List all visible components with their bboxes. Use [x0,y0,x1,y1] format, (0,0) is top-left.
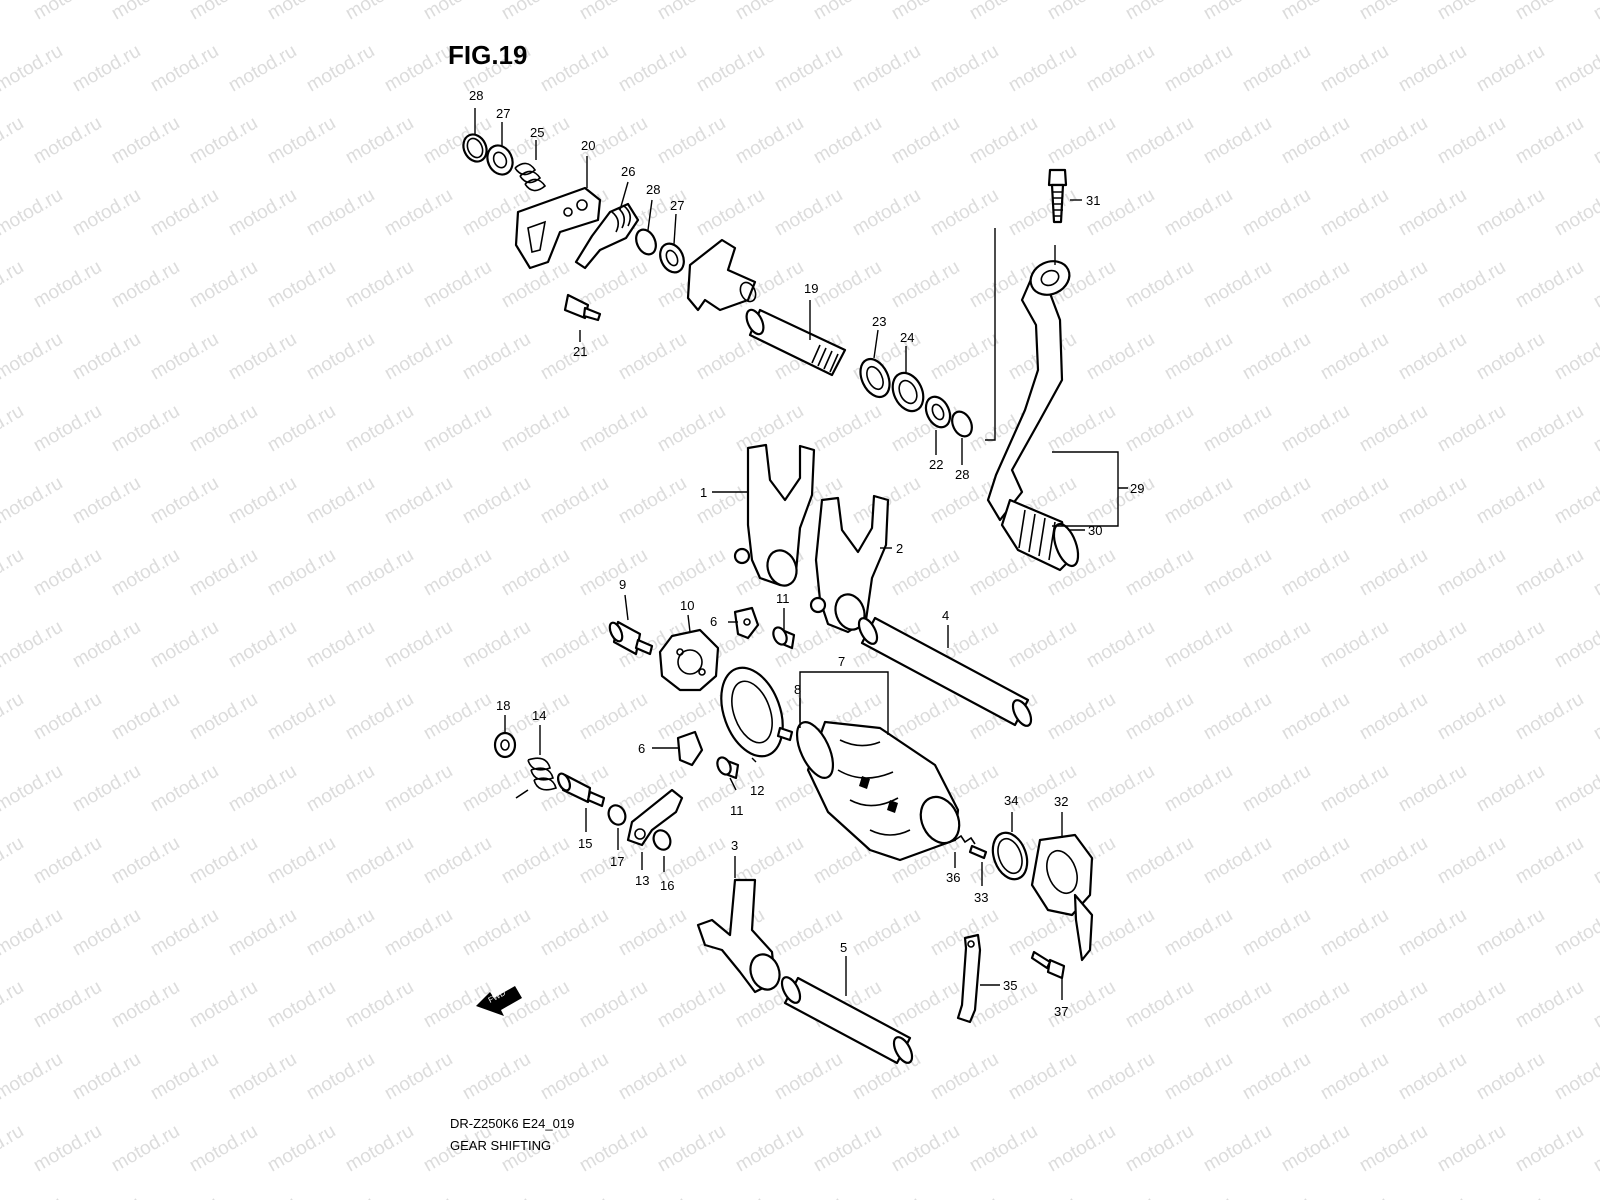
callout-27: 27 [496,106,510,121]
gearshift-shaft-head [686,238,757,312]
callout-28: 28 [955,467,969,482]
gearshift-lever-29 [986,260,1071,522]
fork-shaft-4 [857,616,1033,727]
washer-27-top [486,144,514,176]
pin-9 [608,620,654,656]
callout-7: 7 [838,654,845,669]
bearing-24 [891,371,925,413]
callout-11: 11 [776,591,790,606]
cam-stopper-plate-10 [658,628,720,692]
bearing-12 [720,666,784,758]
callout-21: 21 [573,344,587,359]
bolt-21 [563,293,602,322]
screw-37 [1030,950,1066,980]
footpeg-rubber-30 [1000,498,1080,572]
washer-17 [607,804,627,826]
callout-36: 36 [946,870,960,885]
screw-11-bottom [716,756,740,780]
pin-8 [776,726,794,742]
callout-22: 22 [929,457,943,472]
bolt-15 [556,772,606,808]
callout-23: 23 [872,314,886,329]
model-code: DR-Z250K6 E24_019 [450,1116,575,1131]
figure-label: FIG.19 [448,40,528,70]
callout-28: 28 [646,182,660,197]
callout-9: 9 [619,577,626,592]
callout-28: 28 [469,88,483,103]
callout-27: 27 [670,198,684,213]
callout-24: 24 [900,330,914,345]
callout-19: 19 [804,281,818,296]
callout-20: 20 [581,138,595,153]
callout-33: 33 [974,890,988,905]
callout-26: 26 [621,164,635,179]
circlip-28-right [951,410,973,438]
callout-17: 17 [610,854,624,869]
callout-35: 35 [1003,978,1017,993]
leader-lines [474,108,1128,1000]
callout-25: 25 [530,125,544,140]
circlip-28-mid [635,228,657,256]
callout-31: 31 [1086,193,1100,208]
callout-15: 15 [578,836,592,851]
gearshift-fork-3 [696,878,781,994]
o-ring-34 [991,831,1029,881]
washer-27-mid [659,242,685,274]
callout-12: 12 [750,783,764,798]
circlip-28-top [462,133,488,163]
washer-22 [924,395,952,429]
fork-shaft-5 [780,976,914,1065]
pin-33 [968,844,988,860]
gearshift-fork-2 [809,494,890,634]
gear-position-switch-32 [1030,833,1094,962]
callout-11: 11 [730,803,744,818]
stopper-arm-13 [626,788,684,847]
cam-stopper-6-top [733,606,760,640]
callout-5: 5 [840,940,847,955]
callout-29: 29 [1130,481,1144,496]
bolt-31 [1047,168,1068,224]
spring-36 [954,834,976,845]
clamp-35 [956,933,982,1024]
gearshift-shaft-19 [745,308,847,377]
callout-16: 16 [660,878,674,893]
callout-32: 32 [1054,794,1068,809]
callout-8: 8 [794,682,801,697]
callout-18: 18 [496,698,510,713]
gearshift-cam-7 [795,720,961,862]
callout-37: 37 [1054,1004,1068,1019]
callout-numbers: 28 27 25 20 26 28 27 21 19 23 24 22 28 3… [469,88,1144,1019]
gearshift-cam-driven-plate-20 [514,186,602,270]
callout-3: 3 [731,838,738,853]
callout-14: 14 [532,708,546,723]
callout-30: 30 [1088,523,1102,538]
fwd-arrow: FWD [476,986,522,1016]
callout-34: 34 [1004,793,1018,808]
oil-seal-23 [859,357,891,399]
cam-stopper-6-bottom [676,730,704,767]
diagram-name: GEAR SHIFTING [450,1138,552,1153]
washer-18 [493,731,517,759]
callout-10: 10 [680,598,694,613]
gearshift-fork-1 [733,443,816,587]
callout-6: 6 [710,614,717,629]
callout-1: 1 [700,485,707,500]
spring-14 [515,757,557,799]
screw-11-top [772,626,796,650]
callout-2: 2 [896,541,903,556]
callout-6: 6 [638,741,645,756]
spring-25 [514,162,547,192]
callout-4: 4 [942,608,949,623]
callout-13: 13 [635,873,649,888]
washer-16 [652,829,672,851]
